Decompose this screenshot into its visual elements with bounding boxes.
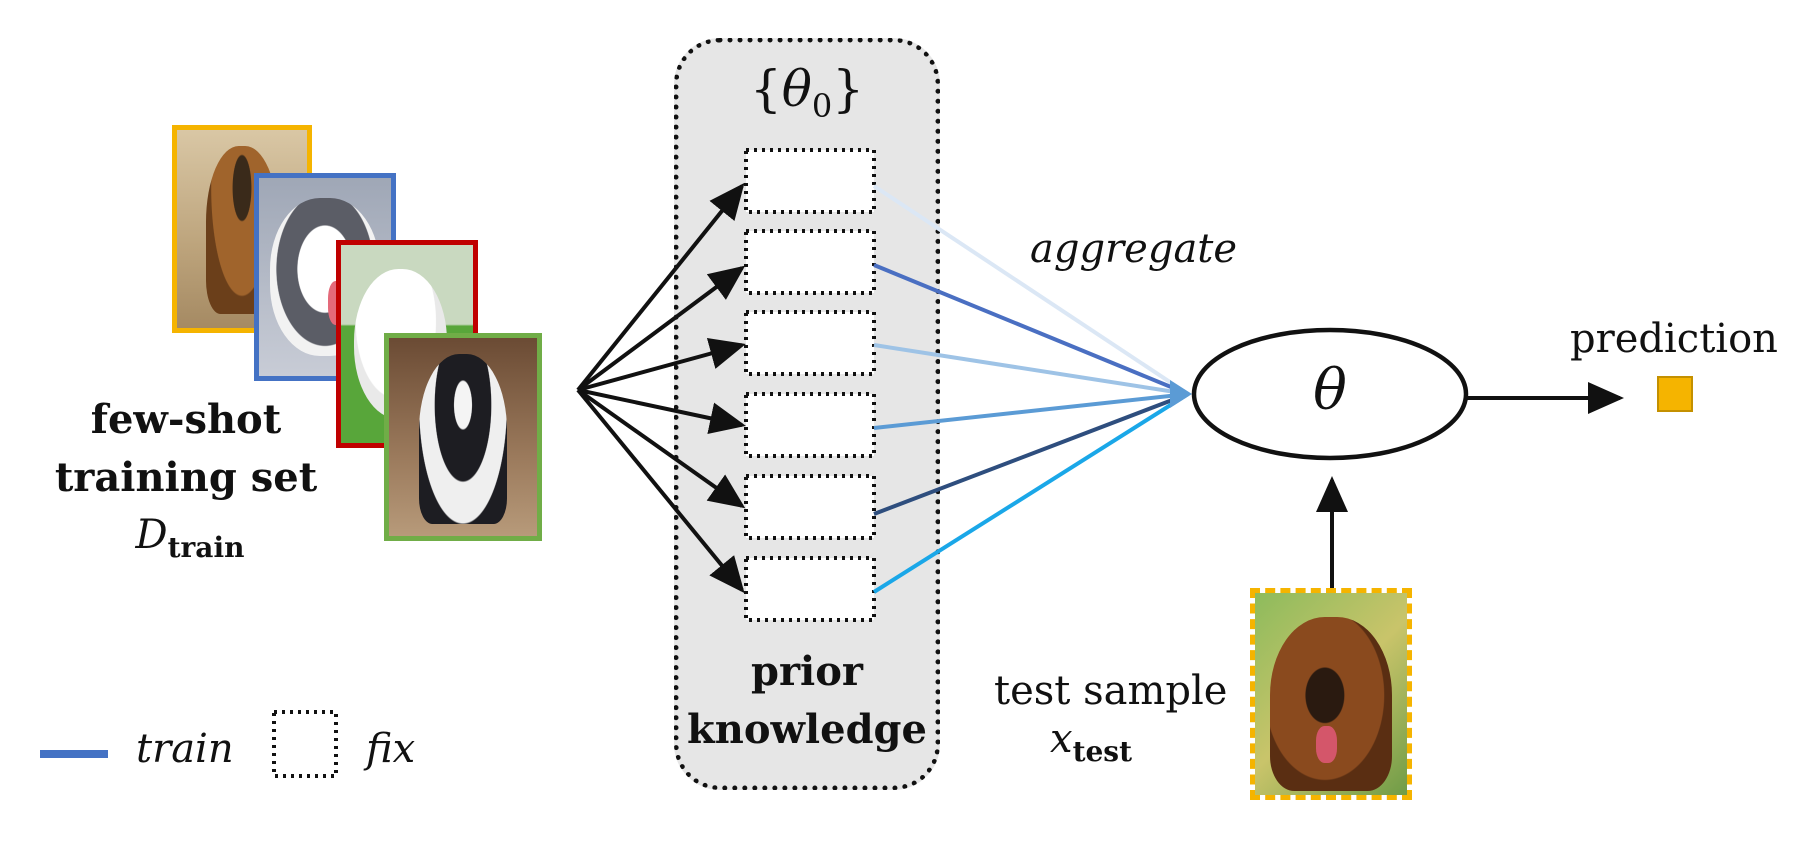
prior-set-brace-close: } [832,60,865,118]
training-set-title-line1: few-shot [90,396,282,443]
train-image-alaskan-malamute [384,333,542,541]
prediction-label: prediction [1570,316,1778,362]
prior-set-theta: θ [781,60,812,118]
fanout-arrow-3 [577,338,746,392]
aggregate-line-2 [873,263,1189,396]
aggregate-line-6 [872,392,1190,594]
training-set-subscript: train [167,531,245,564]
prediction-square [1657,376,1693,412]
aggregate-line-3 [873,343,1189,396]
prior-slot-1 [744,148,876,214]
aggregate-line-4 [873,392,1189,430]
training-set-symbol-d: D [135,512,168,558]
prior-slot-3 [744,310,876,376]
legend-fix-label: fix [366,726,416,772]
fanout-arrow-2 [576,265,746,392]
fanout-arrow-4 [577,388,746,434]
aggregate-arrowhead [1170,380,1192,408]
test-image-german-shepherd [1250,588,1412,800]
prior-slot-6 [744,556,876,622]
test-subscript: test [1072,735,1133,768]
prior-knowledge-label-line1: prior [751,648,863,695]
prior-set-subscript: 0 [811,87,833,125]
aggregate-line-5 [873,392,1189,516]
prior-set-brace-open: { [749,60,782,118]
prior-slot-5 [744,474,876,540]
prior-knowledge-label-line2: knowledge [687,706,927,753]
legend-fix-box [272,710,338,778]
aggregate-label: aggregate [1030,226,1238,272]
test-sample-label: test sample [994,668,1228,714]
legend-train-label: train [136,726,234,772]
training-set-title-line2: training set [54,454,318,501]
test-sample-symbol: xtest [1050,716,1132,768]
training-set-symbol: Dtrain [90,512,290,564]
fanout-arrow-5 [576,388,746,509]
fanout-arrow-1 [576,182,745,392]
model-theta-label: θ [1313,358,1347,423]
prior-slot-2 [744,229,876,295]
model-ellipse [1191,327,1469,461]
prior-slot-4 [744,392,876,458]
prior-set-label: {θ0} [742,60,872,125]
aggregate-line-1 [872,184,1190,396]
fanout-arrow-6 [576,388,745,594]
test-symbol-x: x [1050,716,1073,762]
